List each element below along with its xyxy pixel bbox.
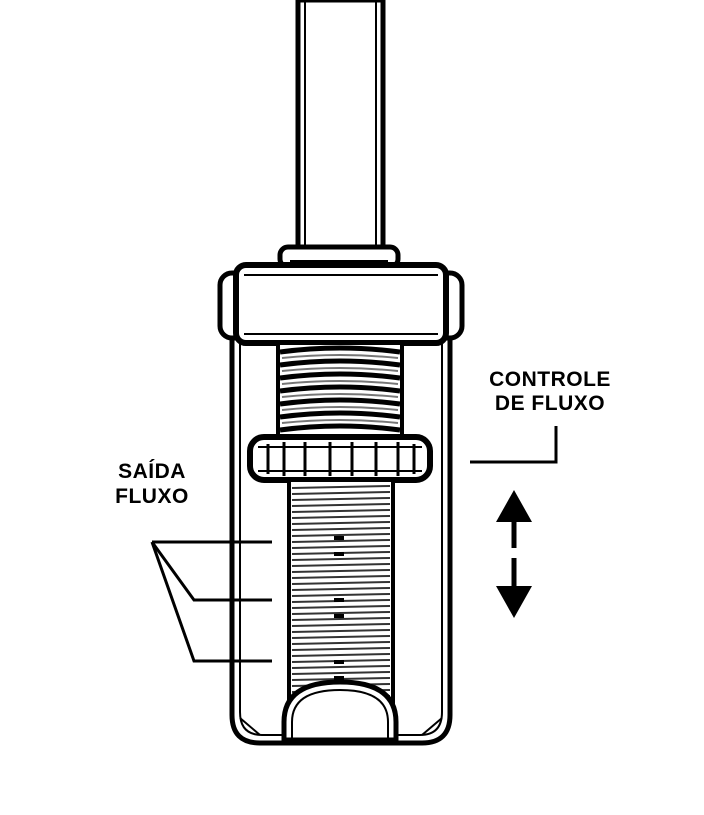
thread-line <box>291 581 391 585</box>
thread-line <box>291 653 391 657</box>
thread-line <box>291 521 391 525</box>
flow-control-label-line1: CONTROLE <box>489 368 611 391</box>
thread-line <box>291 491 391 495</box>
adjusting-nut <box>247 434 433 483</box>
thread-line <box>291 533 391 537</box>
thread-line <box>291 593 391 597</box>
thread-line <box>291 569 391 573</box>
thread-line <box>291 545 391 549</box>
thread-line <box>291 539 391 543</box>
thread-line <box>291 629 391 633</box>
outlet-tube <box>287 478 395 708</box>
stem-pipe <box>295 0 386 255</box>
thread-line <box>291 509 391 513</box>
thread-line <box>291 617 391 621</box>
thread-line <box>291 515 391 519</box>
flow-outlet-callout: SAÍDA FLUXO <box>115 460 272 663</box>
thread-line <box>291 563 391 567</box>
up-down-arrow-icon <box>496 490 532 618</box>
flow-control-callout: CONTROLE DE FLUXO <box>470 368 611 464</box>
thread-line <box>291 641 391 645</box>
piston-dome <box>281 679 399 743</box>
thread-line <box>291 605 391 609</box>
flow-control-label-line2: DE FLUXO <box>495 392 605 415</box>
thread-line <box>291 485 391 489</box>
thread-line <box>291 527 391 531</box>
thread-line <box>291 587 391 591</box>
thread-line <box>291 647 391 651</box>
thread-line <box>291 611 391 615</box>
flow-outlet-label-line1: SAÍDA <box>118 460 186 483</box>
thread-line <box>291 575 391 579</box>
thread-line <box>291 503 391 507</box>
upper-thread <box>276 341 404 440</box>
thread-line <box>291 635 391 639</box>
thread-line <box>291 497 391 501</box>
thread-line <box>291 665 391 669</box>
flow-outlet-label-line2: FLUXO <box>115 485 189 508</box>
thread-line <box>291 671 391 675</box>
top-cap-block <box>233 262 449 346</box>
thread-line <box>291 557 391 561</box>
thread-line <box>291 623 391 627</box>
